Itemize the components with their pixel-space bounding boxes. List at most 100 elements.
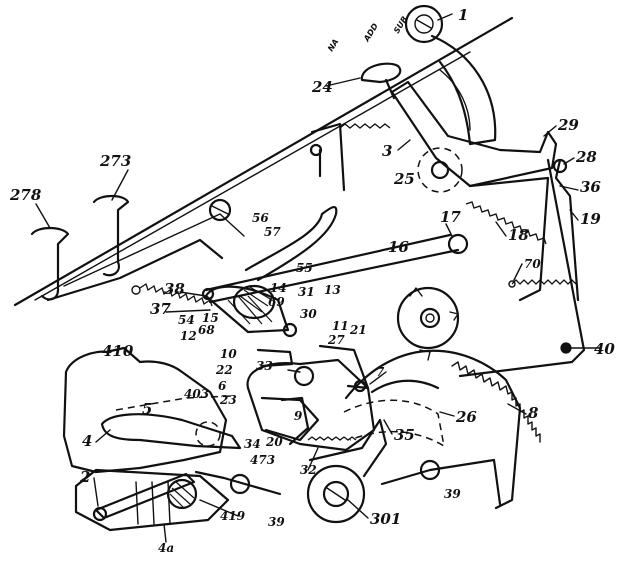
pivot-25-hub bbox=[417, 147, 463, 193]
roller-14 bbox=[232, 284, 276, 320]
label-39-right: 39 bbox=[444, 487, 461, 501]
top-lever-screw-slot bbox=[416, 19, 432, 29]
label-29: 29 bbox=[557, 116, 579, 134]
label-35: 35 bbox=[394, 426, 415, 444]
pivot-31 bbox=[282, 322, 298, 338]
label-11: 11 bbox=[332, 319, 349, 333]
pivot-28 bbox=[552, 158, 568, 174]
spring-70 bbox=[511, 279, 577, 285]
cam-301-arm bbox=[308, 418, 388, 478]
frame-rod-inner bbox=[34, 51, 471, 301]
screw-a bbox=[353, 379, 367, 393]
label-22: 22 bbox=[215, 363, 233, 377]
label-419: 419 bbox=[220, 509, 246, 523]
sector-8 bbox=[344, 349, 522, 510]
label-473: 473 bbox=[250, 453, 275, 467]
label-4a: 4a bbox=[158, 541, 174, 555]
label-68: 68 bbox=[198, 323, 215, 337]
top-lever-hub bbox=[404, 4, 444, 44]
ratchet-fins bbox=[409, 287, 459, 361]
main-lever bbox=[390, 80, 558, 188]
label-26: 26 bbox=[455, 408, 477, 426]
label-37: 37 bbox=[150, 300, 171, 318]
bracket-screw bbox=[309, 143, 323, 157]
lower-frame bbox=[74, 468, 230, 532]
arm-39-left bbox=[194, 470, 282, 496]
label-56: 56 bbox=[252, 211, 269, 225]
label-34: 34 bbox=[244, 437, 261, 451]
pivot-22 bbox=[293, 365, 315, 387]
stem-link bbox=[63, 213, 245, 287]
guide-4 bbox=[115, 395, 233, 411]
label-10: 10 bbox=[220, 347, 237, 361]
label-403: 403 bbox=[184, 387, 209, 401]
right-frame-inner bbox=[554, 158, 580, 302]
lever-5 bbox=[100, 413, 242, 450]
pivot-17 bbox=[447, 233, 469, 255]
label-273: 273 bbox=[99, 152, 131, 170]
selector-stem bbox=[384, 78, 396, 100]
label-23: 23 bbox=[219, 393, 237, 407]
label-39-left: 39 bbox=[268, 515, 285, 529]
leader-lines bbox=[35, 13, 601, 543]
cam-37-hatch bbox=[227, 295, 273, 325]
label-69: 69 bbox=[268, 295, 285, 309]
label-21: 21 bbox=[349, 323, 367, 337]
cam-301-slot bbox=[326, 487, 346, 501]
label-36: 36 bbox=[580, 178, 601, 196]
spring-32 bbox=[307, 436, 357, 441]
arm-39-left-hub bbox=[229, 473, 251, 495]
spring-55 bbox=[139, 282, 213, 307]
top-lever-inner bbox=[439, 69, 471, 131]
lever-9 bbox=[280, 396, 310, 446]
label-57: 57 bbox=[264, 225, 281, 239]
left-housing bbox=[62, 346, 228, 474]
label-19: 19 bbox=[580, 210, 601, 228]
slot-26 bbox=[343, 399, 446, 448]
label-70: 70 bbox=[524, 257, 541, 271]
label-7: 7 bbox=[376, 365, 385, 379]
label-9: 9 bbox=[294, 409, 303, 423]
spring-anchor bbox=[508, 280, 516, 288]
label-12: 12 bbox=[180, 329, 197, 343]
selector-knob bbox=[360, 62, 402, 84]
label-33: 33 bbox=[256, 359, 273, 373]
pivot-403 bbox=[195, 421, 221, 447]
ratchet-hub bbox=[419, 307, 441, 329]
label-14: 14 bbox=[270, 281, 287, 295]
stem-278 bbox=[30, 226, 70, 301]
label-38: 38 bbox=[164, 280, 185, 298]
label-17: 17 bbox=[440, 208, 461, 226]
label-8: 8 bbox=[528, 404, 539, 422]
lever-2 bbox=[94, 472, 196, 520]
arm-39-right bbox=[380, 458, 502, 506]
label-54: 54 bbox=[178, 313, 195, 327]
pin-419-hatch bbox=[169, 481, 195, 509]
label-18: 18 bbox=[508, 226, 529, 244]
ratchet-pin bbox=[425, 313, 435, 323]
label-55: 55 bbox=[296, 261, 313, 275]
label-2: 2 bbox=[79, 468, 90, 486]
label-15: 15 bbox=[202, 311, 219, 325]
label-28: 28 bbox=[575, 148, 597, 166]
label-5: 5 bbox=[142, 400, 152, 418]
stem-base bbox=[46, 238, 224, 302]
arm-35 bbox=[370, 379, 440, 394]
pivot-2 bbox=[92, 506, 108, 522]
pin-419 bbox=[166, 478, 198, 510]
label-31: 31 bbox=[298, 285, 315, 299]
label-6: 6 bbox=[218, 379, 227, 393]
frame-slot bbox=[468, 176, 550, 302]
label-16: 16 bbox=[388, 238, 409, 256]
stem-273 bbox=[92, 194, 130, 277]
label-410: 410 bbox=[102, 342, 134, 360]
right-frame-arm bbox=[458, 158, 586, 378]
label-27: 27 bbox=[327, 333, 345, 347]
arm-39-right-hub bbox=[419, 459, 441, 481]
ratchet-disk bbox=[396, 286, 460, 350]
link-16 bbox=[204, 233, 452, 292]
frame-rod bbox=[13, 16, 514, 307]
screw-b bbox=[201, 287, 215, 301]
bracket-top bbox=[310, 122, 346, 192]
